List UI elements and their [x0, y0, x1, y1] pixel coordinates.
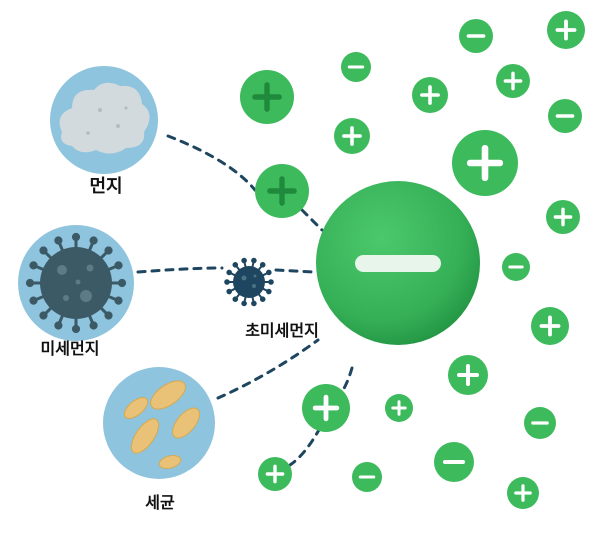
fine-dust-connection-line — [136, 266, 224, 274]
positive-ion-icon — [412, 77, 448, 113]
ultrafine-dust-label: 초미세먼지 — [245, 321, 319, 340]
positive-ion-icon — [385, 394, 413, 422]
positive-ion-icon — [448, 355, 488, 395]
positive-ion-icon — [302, 384, 350, 432]
bacteria-label: 세균 — [145, 493, 175, 512]
bacteria-icon — [103, 367, 215, 479]
fine-dust-label: 미세먼지 — [41, 339, 100, 358]
positive-ion-icon — [452, 130, 518, 196]
large-negative-ion-icon — [316, 181, 480, 345]
positive-ion-icon — [546, 200, 580, 234]
positive-ion-icon — [255, 164, 309, 218]
negative-ion-icon — [459, 19, 493, 53]
positive-ion-icon — [547, 11, 585, 49]
positive-ion-icon — [240, 70, 294, 124]
bacteria-connection-line — [216, 338, 320, 400]
positive-ion-icon — [258, 457, 292, 491]
negative-ion-icon — [548, 99, 582, 133]
positive-ion-icon — [531, 307, 569, 345]
fine-dust-icon — [18, 225, 134, 341]
dust-connection-line — [166, 134, 257, 192]
plus-ion-connection-line — [300, 208, 324, 232]
ultrafine-connection-line — [274, 268, 316, 274]
ion-field — [240, 11, 585, 509]
negative-ion-icon — [434, 442, 474, 482]
bottom-connection-line-b — [288, 426, 322, 467]
dust-icon — [50, 66, 158, 174]
positive-ion-icon — [334, 118, 370, 154]
positive-ion-icon — [496, 64, 530, 98]
negative-ion-icon — [502, 253, 530, 281]
positive-ion-icon — [507, 477, 539, 509]
ultrafine-dust-icon — [224, 257, 274, 307]
negative-ion-icon — [352, 462, 382, 492]
dust-label: 먼지 — [89, 176, 122, 197]
negative-ion-icon — [524, 407, 556, 439]
negative-ion-icon — [341, 52, 371, 82]
